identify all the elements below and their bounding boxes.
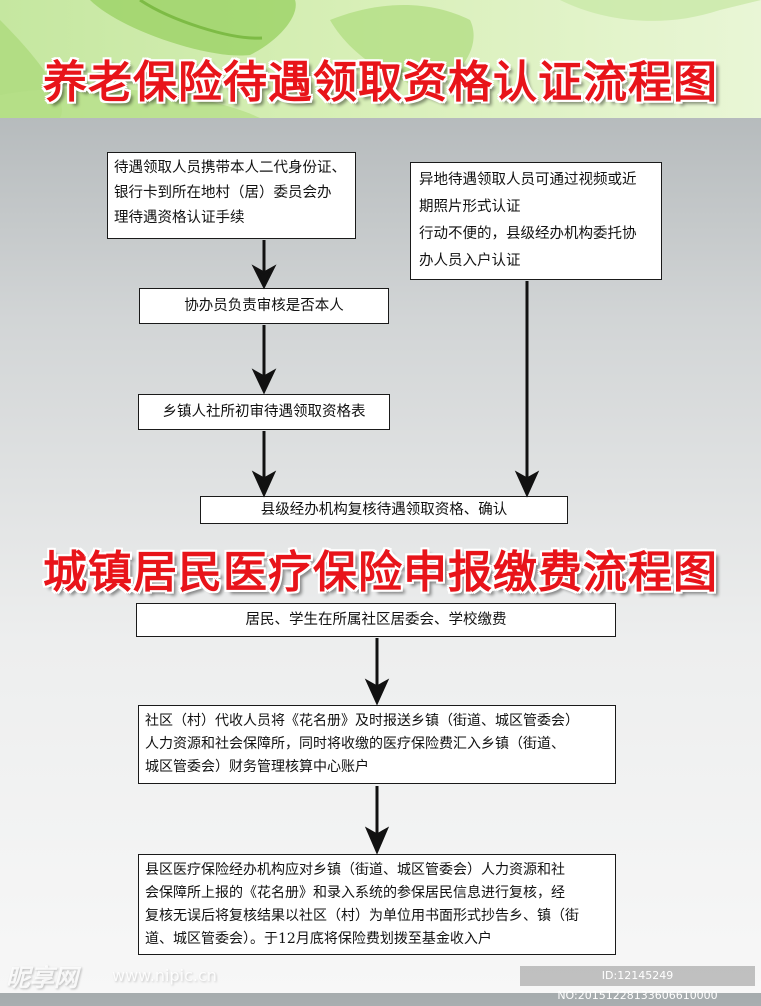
pension-remote-line: 行动不便的，县级经办机构委托协 bbox=[419, 226, 637, 242]
pension-step1-line: 银行卡到所在地村（居）委员会办 bbox=[114, 185, 332, 201]
medical-step2-line: 城区管委会）财务管理核算中心账户 bbox=[145, 759, 369, 775]
pension-step1-box: 待遇领取人员携带本人二代身份证、 银行卡到所在地村（居）委员会办 理待遇资格认证… bbox=[107, 152, 356, 239]
pension-step1-line: 理待遇资格认证手续 bbox=[114, 210, 245, 226]
arrow-head bbox=[251, 264, 277, 290]
arrow-head bbox=[514, 470, 540, 498]
medical-step3-line: 道、城区管委会）。于12月底将保险费划拨至基金收入户 bbox=[145, 931, 492, 947]
arrow-head bbox=[364, 678, 390, 706]
pension-step4-box: 县级经办机构复核待遇领取资格、确认 bbox=[200, 496, 568, 524]
medical-step2-box: 社区（村）代收人员将《花名册》及时报送乡镇（街道、城区管委会） 人力资源和社会保… bbox=[138, 705, 616, 784]
medical-step3-line: 县区医疗保险经办机构应对乡镇（街道、城区管委会）人力资源和社 bbox=[145, 862, 565, 878]
pension-step1-line: 待遇领取人员携带本人二代身份证、 bbox=[114, 160, 346, 176]
header-band bbox=[0, 0, 761, 118]
medical-flow-title: 城镇居民医疗保险申报缴费流程图 bbox=[43, 547, 718, 598]
arrow-head bbox=[251, 368, 277, 395]
medical-step1-box: 居民、学生在所属社区居委会、学校缴费 bbox=[136, 603, 616, 637]
pension-step2-box: 协办员负责审核是否本人 bbox=[139, 288, 389, 324]
watermark-id: ID:12145249 NO:20151228133606610000 bbox=[520, 966, 755, 1002]
arrow-head bbox=[364, 826, 390, 855]
pension-flow-title: 养老保险待遇领取资格认证流程图 bbox=[43, 57, 718, 108]
watermark-url: www.nipic.cn bbox=[112, 966, 217, 985]
pension-remote-line: 办人员入户认证 bbox=[419, 253, 521, 269]
pension-step3-box: 乡镇人社所初审待遇领取资格表 bbox=[138, 394, 390, 430]
arrow-head bbox=[251, 470, 277, 498]
medical-step3-line: 复核无误后将复核结果以社区（村）为单位用书面形式抄告乡、镇（街 bbox=[145, 908, 579, 924]
pension-remote-line: 期照片形式认证 bbox=[419, 199, 521, 215]
medical-step2-line: 人力资源和社会保障所，同时将收缴的医疗保险费汇入乡镇（街道、 bbox=[145, 736, 565, 752]
leaf-decoration bbox=[0, 0, 761, 118]
pension-remote-line: 异地待遇领取人员可通过视频或近 bbox=[419, 172, 637, 188]
pension-remote-box: 异地待遇领取人员可通过视频或近 期照片形式认证 行动不便的，县级经办机构委托协 … bbox=[410, 162, 662, 280]
medical-step3-box: 县区医疗保险经办机构应对乡镇（街道、城区管委会）人力资源和社 会保障所上报的《花… bbox=[138, 854, 616, 955]
watermark-logo: 昵享网 bbox=[6, 964, 78, 992]
medical-step2-line: 社区（村）代收人员将《花名册》及时报送乡镇（街道、城区管委会） bbox=[145, 713, 579, 729]
medical-step3-line: 会保障所上报的《花名册》和录入系统的参保居民信息进行复核，经 bbox=[145, 885, 565, 901]
